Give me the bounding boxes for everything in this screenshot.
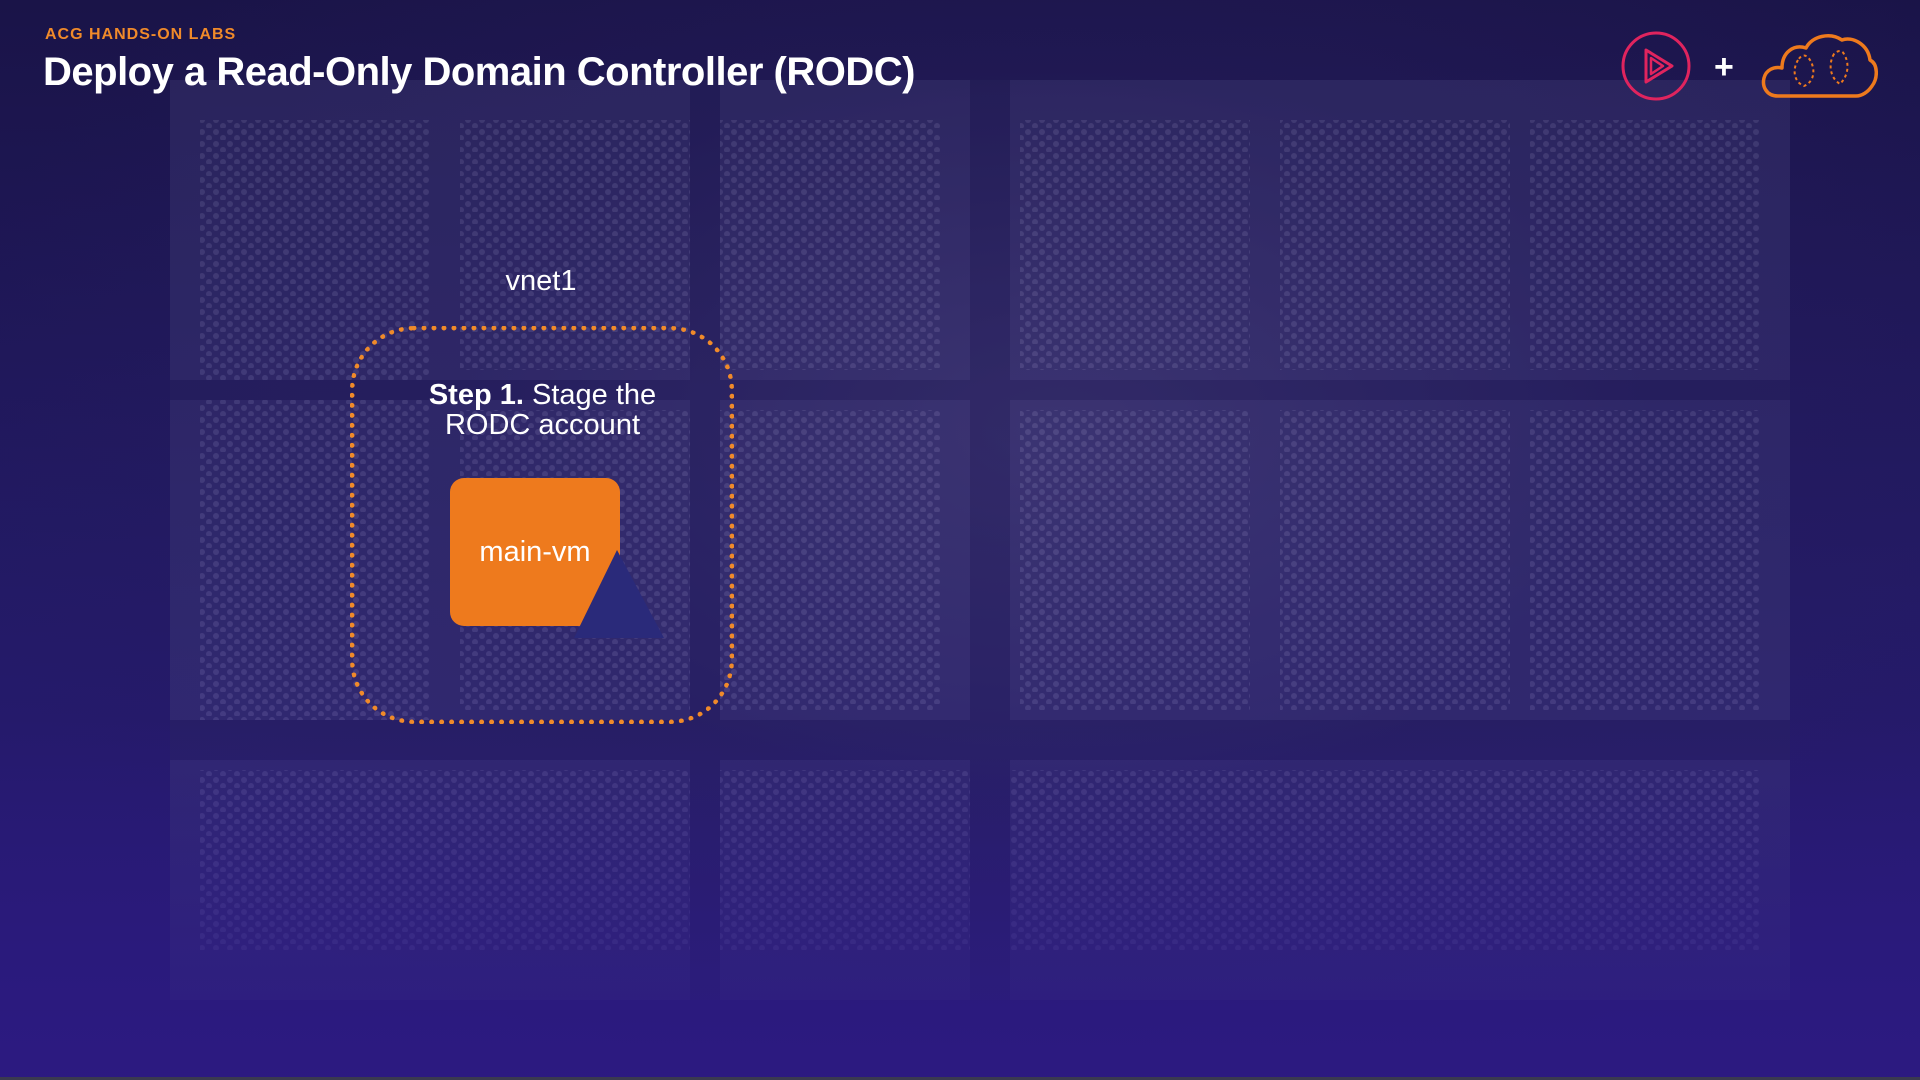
bottom-gradient-overlay	[0, 720, 1920, 1080]
step-number: Step 1.	[428, 379, 524, 411]
step-instruction: Step 1. Stage the RODC account	[380, 380, 705, 440]
bottom-border	[0, 1077, 1920, 1080]
vm-node-main-vm: main-vm	[450, 478, 620, 626]
cloud-guru-icon	[1761, 34, 1878, 98]
lab-kicker: ACG HANDS-ON LABS	[45, 26, 237, 43]
step-text-line2: RODC account	[444, 409, 640, 441]
vm-label: main-vm	[479, 535, 591, 568]
step-text-line1: Stage the	[532, 379, 657, 411]
triangle-marker	[574, 550, 664, 638]
slide-title: Deploy a Read-Only Domain Controller (RO…	[43, 50, 915, 94]
play-icon	[1621, 31, 1691, 101]
vnet-label: vnet1	[505, 265, 577, 297]
vnet-boundary	[350, 326, 734, 724]
logo-separator: +	[1714, 48, 1734, 86]
